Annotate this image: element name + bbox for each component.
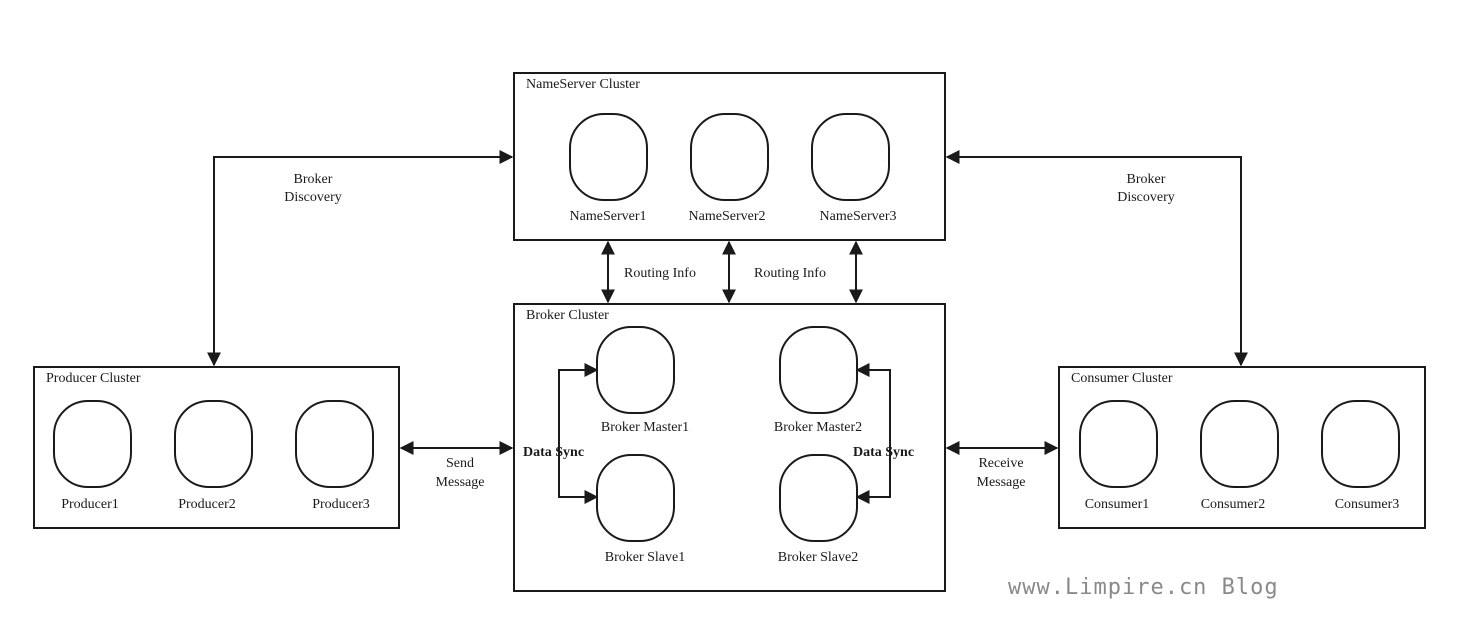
routing-info-label-2: Routing Info bbox=[754, 266, 826, 281]
routing-info-label-1: Routing Info bbox=[624, 266, 696, 281]
producer3-node bbox=[295, 400, 374, 488]
send-message-label-line1: Send bbox=[446, 456, 474, 471]
consumer3-node bbox=[1321, 400, 1400, 488]
nameserver-cluster-title: NameServer Cluster bbox=[526, 77, 640, 92]
data-sync-right-label: Data Sync bbox=[853, 445, 914, 460]
producer2-node bbox=[174, 400, 253, 488]
broker-master1-label: Broker Master1 bbox=[601, 420, 689, 435]
broker-slave1-label: Broker Slave1 bbox=[605, 550, 685, 565]
broker-slave1-node bbox=[596, 454, 675, 542]
nameserver1-label: NameServer1 bbox=[570, 209, 647, 224]
consumer2-node bbox=[1200, 400, 1279, 488]
producer3-label: Producer3 bbox=[312, 497, 370, 512]
producer1-node bbox=[53, 400, 132, 488]
consumer1-label: Consumer1 bbox=[1085, 497, 1150, 512]
broker-cluster: Broker Cluster Broker Master1 Broker Sla… bbox=[513, 303, 946, 592]
nameserver3-label: NameServer3 bbox=[820, 209, 897, 224]
watermark: www.Limpire.cn Blog bbox=[1008, 575, 1279, 600]
broker-master2-node bbox=[779, 326, 858, 414]
data-sync-left-label: Data Sync bbox=[523, 445, 584, 460]
consumer2-label: Consumer2 bbox=[1201, 497, 1266, 512]
nameserver1-node bbox=[569, 113, 648, 201]
broker-discovery-left-label-line2: Discovery bbox=[284, 190, 342, 205]
receive-message-label-line1: Receive bbox=[978, 456, 1023, 471]
consumer1-node bbox=[1079, 400, 1158, 488]
nameserver2-node bbox=[690, 113, 769, 201]
producer2-label: Producer2 bbox=[178, 497, 236, 512]
nameserver3-node bbox=[811, 113, 890, 201]
nameserver2-label: NameServer2 bbox=[689, 209, 766, 224]
producer1-label: Producer1 bbox=[61, 497, 119, 512]
broker-discovery-right-label-line2: Discovery bbox=[1117, 190, 1175, 205]
broker-discovery-right-label-line1: Broker bbox=[1127, 172, 1166, 187]
consumer-cluster-title: Consumer Cluster bbox=[1071, 371, 1173, 386]
broker-slave2-label: Broker Slave2 bbox=[778, 550, 858, 565]
broker-discovery-right-connector bbox=[945, 150, 1248, 367]
producer-cluster: Producer Cluster Producer1 Producer2 Pro… bbox=[33, 366, 400, 529]
send-message-label-line2: Message bbox=[436, 475, 485, 490]
producer-cluster-title: Producer Cluster bbox=[46, 371, 141, 386]
broker-discovery-left-label-line1: Broker bbox=[294, 172, 333, 187]
consumer-cluster: Consumer Cluster Consumer1 Consumer2 Con… bbox=[1058, 366, 1426, 529]
data-sync-right-connector bbox=[855, 363, 891, 504]
nameserver-cluster: NameServer Cluster NameServer1 NameServe… bbox=[513, 72, 946, 241]
data-sync-left-connector bbox=[558, 363, 599, 504]
broker-master2-label: Broker Master2 bbox=[774, 420, 862, 435]
consumer3-label: Consumer3 bbox=[1335, 497, 1400, 512]
receive-message-label-line2: Message bbox=[977, 475, 1026, 490]
broker-slave2-node bbox=[779, 454, 858, 542]
broker-cluster-title: Broker Cluster bbox=[526, 308, 609, 323]
broker-discovery-left-connector bbox=[207, 150, 514, 367]
broker-master1-node bbox=[596, 326, 675, 414]
